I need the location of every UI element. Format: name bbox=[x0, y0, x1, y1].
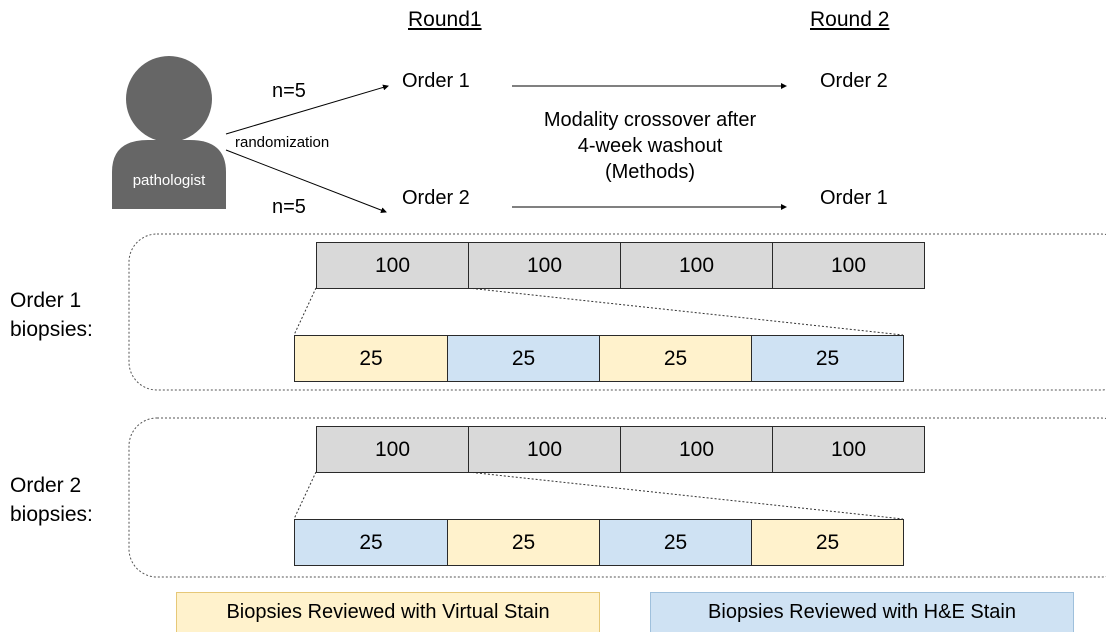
order2-top-cell: 100 bbox=[620, 426, 773, 473]
round1-order-top: Order 1 bbox=[402, 70, 470, 92]
round1-order-bottom: Order 2 bbox=[402, 187, 470, 209]
order1-bottom-cell: 25 bbox=[447, 335, 600, 382]
randomization-label: randomization bbox=[235, 134, 330, 151]
order1-label-line-1: Order 1 bbox=[10, 289, 82, 312]
round2-order-top: Order 2 bbox=[820, 70, 888, 92]
person-icon bbox=[112, 56, 226, 209]
randomization-arrow-bottom bbox=[225, 149, 387, 213]
order2-zoom-line-right bbox=[467, 471, 904, 520]
crossover-note: Modality crossover after 4-week washout … bbox=[490, 107, 810, 185]
n-bottom-label: n=5 bbox=[272, 196, 306, 218]
crossover-line-3: (Methods) bbox=[604, 161, 696, 183]
order2-bottom-cell: 25 bbox=[751, 519, 904, 566]
order1-label-line-2: biopsies: bbox=[10, 318, 93, 341]
order1-zoom-line-left bbox=[293, 287, 317, 336]
order2-bottom-cell: 25 bbox=[294, 519, 448, 566]
order1-top-cell: 100 bbox=[468, 242, 621, 289]
randomization-arrow-top bbox=[225, 84, 389, 135]
order2-label-line-2: biopsies: bbox=[10, 503, 93, 526]
order2-top-cell: 100 bbox=[772, 426, 925, 473]
order1-group-box bbox=[128, 233, 1106, 391]
crossover-line-2: 4-week washout bbox=[577, 135, 723, 157]
round2-header: Round 2 bbox=[810, 8, 890, 31]
order2-zoom-line-left bbox=[293, 471, 317, 520]
order1-bottom-cell: 25 bbox=[599, 335, 752, 382]
order2-biopsies-label: Order 2 biopsies: bbox=[10, 471, 93, 529]
legend-he-stain: Biopsies Reviewed with H&E Stain bbox=[650, 592, 1074, 632]
crossover-line-1: Modality crossover after bbox=[543, 109, 757, 131]
order1-top-cell: 100 bbox=[316, 242, 469, 289]
order1-bottom-cell: 25 bbox=[294, 335, 448, 382]
order2-label-line-1: Order 2 bbox=[10, 474, 82, 497]
order2-top-cell: 100 bbox=[316, 426, 469, 473]
order1-biopsies-label: Order 1 biopsies: bbox=[10, 286, 93, 344]
order2-bottom-cell: 25 bbox=[599, 519, 752, 566]
order2-top-cell: 100 bbox=[468, 426, 621, 473]
order1-top-cell: 100 bbox=[772, 242, 925, 289]
order2-group-box bbox=[128, 417, 1106, 578]
round2-order-bottom: Order 1 bbox=[820, 187, 888, 209]
n-top-label: n=5 bbox=[272, 80, 306, 102]
round1-header: Round1 bbox=[408, 8, 482, 31]
order1-bottom-cell: 25 bbox=[751, 335, 904, 382]
order1-zoom-line-right bbox=[467, 287, 904, 336]
legend-virtual-stain: Biopsies Reviewed with Virtual Stain bbox=[176, 592, 600, 632]
pathologist-label: pathologist bbox=[132, 172, 206, 189]
order2-bottom-cell: 25 bbox=[447, 519, 600, 566]
order1-top-cell: 100 bbox=[620, 242, 773, 289]
